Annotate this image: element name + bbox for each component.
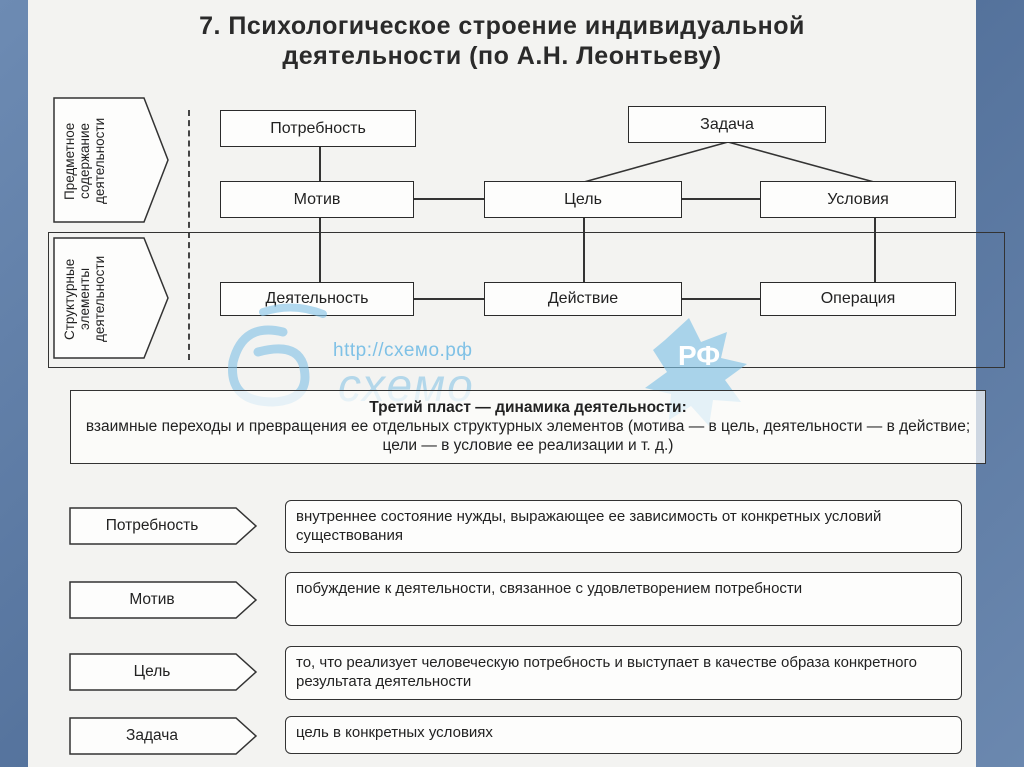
definition-text-motive: побуждение к деятельности, связанное с у…: [285, 572, 962, 626]
slide: 7. Психологическое строение индивидуальн…: [28, 0, 1005, 767]
dynamics-text: взаимные переходы и превращения ее отдел…: [85, 418, 971, 454]
node-activity: Деятельность: [220, 282, 414, 316]
connector-goal-action: [583, 217, 585, 283]
node-action: Действие: [484, 282, 682, 316]
term-arrow-shape: [69, 653, 258, 691]
connector-need-motive: [319, 146, 321, 182]
definition-term-task: Задача: [68, 716, 258, 756]
node-operation: Операция: [760, 282, 956, 316]
dynamics-box: Третий пласт — динамика деятельности: вз…: [70, 390, 986, 464]
watermark-url: http://схемо.рф: [333, 340, 473, 361]
slide-title-line-2: деятельности (по А.Н. Леонтьеву): [282, 42, 722, 70]
connector-motive-activity: [319, 217, 321, 283]
node-conditions: Условия: [760, 181, 956, 218]
term-arrow-shape: [69, 581, 258, 619]
term-arrow-shape: [69, 717, 258, 755]
definition-text-need: внутреннее состояние нужды, выражающее е…: [285, 500, 962, 553]
watermark-badge: РФ: [678, 340, 721, 371]
definition-term-need: Потребность: [68, 506, 258, 546]
connector-motive-goal: [413, 198, 485, 200]
side-label-shape-top: [53, 97, 169, 223]
definition-term-motive: Мотив: [68, 580, 258, 620]
node-goal: Цель: [484, 181, 682, 218]
connector-goal-conditions: [681, 198, 761, 200]
node-task: Задача: [628, 106, 826, 143]
term-label: Мотив: [129, 591, 175, 608]
term-label: Потребность: [105, 517, 199, 534]
dashed-divider: [188, 110, 190, 360]
connector-action-operation: [681, 298, 761, 300]
connector-task-fork: [583, 141, 875, 183]
definition-text-task: цель в конкретных условиях: [285, 716, 962, 754]
node-need: Потребность: [220, 110, 416, 147]
connector-conditions-operation: [874, 217, 876, 283]
term-label: Цель: [133, 663, 171, 680]
structural-elements-frame: [48, 232, 1005, 368]
definition-term-goal: Цель: [68, 652, 258, 692]
slide-title-line-1: 7. Психологическое строение индивидуальн…: [199, 12, 805, 40]
term-arrow-shape: [69, 507, 258, 545]
side-label-top: Предметное содержание деятельности: [62, 117, 107, 205]
side-label-shape-bottom: [53, 237, 169, 359]
connector-activity-action: [413, 298, 485, 300]
dynamics-title: Третий пласт — динамика деятельности:: [369, 399, 687, 416]
definition-text-goal: то, что реализует человеческую потребнос…: [285, 646, 962, 700]
term-label: Задача: [125, 727, 178, 744]
node-motive: Мотив: [220, 181, 414, 218]
